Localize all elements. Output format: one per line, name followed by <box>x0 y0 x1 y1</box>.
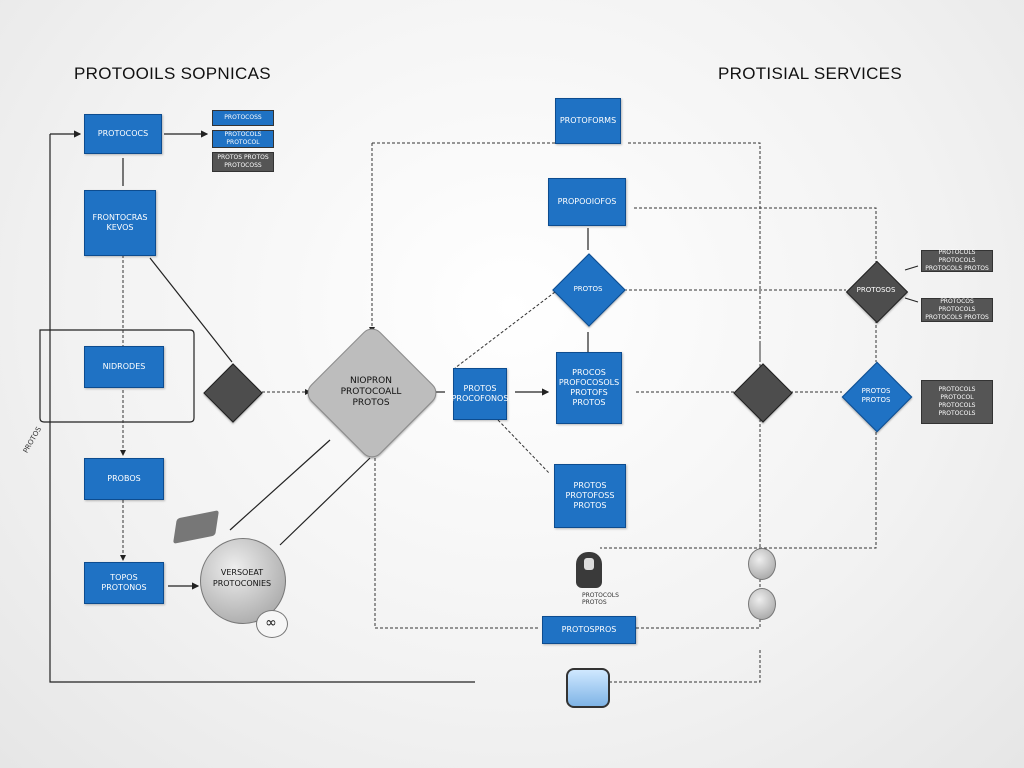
infinity-badge <box>256 610 288 638</box>
decision-diamond-mid-label: PROTOS <box>573 284 603 293</box>
lock-keyhole <box>584 558 594 570</box>
left-frame-line <box>49 134 475 683</box>
service-circle-node[interactable] <box>200 538 286 624</box>
lock-caption: PROTOCOLS PROTOS <box>582 592 619 606</box>
protocol-box-3[interactable]: NIDRODES <box>84 346 164 388</box>
protocol-box-5[interactable]: TOPOS PROTONOS <box>84 562 164 604</box>
decision-diamond-right-2-label: PROTOSOS <box>856 285 896 294</box>
decision-diamond-right-blue-label: PROTOS PROTOS <box>861 387 891 404</box>
service-circle-label: VERSOEAT PROTOCONIES <box>212 568 272 588</box>
mid-protocol-box-1[interactable]: PROTOS PROCOFONOS <box>452 368 508 420</box>
central-hub-label: NIOPRON PROTOCOALL PROTOS <box>340 375 402 408</box>
protocol-box-2[interactable]: FRONTOCRAS KEVOS <box>84 190 156 256</box>
protocol-box-1[interactable]: PROTOCOCS <box>84 114 162 154</box>
detail-box-r1: PROTOCOLS PROTOCOLS PROTOCOLS PROTOS <box>921 249 993 272</box>
bottom-protocol-box[interactable]: PROTOSPROS <box>542 616 636 644</box>
detail-box-tl1: PROTOCOSS <box>212 110 274 126</box>
mid-protocol-box-3[interactable]: PROTOS PROTOFOSS PROTOS <box>554 464 626 528</box>
right-node-circle-1[interactable] <box>748 548 776 580</box>
detail-box-r2: PROTOCOS PROTOCOLS PROTOCOLS PROTOS <box>921 298 993 322</box>
database-icon <box>566 668 610 708</box>
infinity-icon: ∞ <box>265 614 277 631</box>
top-protocol-box-2[interactable]: PROPOOIOFOS <box>548 178 626 226</box>
left-section-title: PROTOOILS SOPNICAS <box>74 64 271 83</box>
mid-protocol-box-2[interactable]: PROCOS PROFOCOSOLS PROTOFS PROTOS <box>556 352 622 424</box>
detail-box-tl3: PROTOS PROTOS PROTOCOSS <box>212 152 274 172</box>
detail-box-r3: PROTOCOLS PROTOCOL PROTOCOLS PROTOCOLS <box>921 380 993 424</box>
right-node-circle-2[interactable] <box>748 588 776 620</box>
top-protocol-box[interactable]: PROTOFORMS <box>555 98 621 144</box>
protocol-box-4[interactable]: PROBOS <box>84 458 164 500</box>
detail-box-tl2: PROTOCOLS PROTOCOL <box>212 130 274 148</box>
right-section-title: PROTISIAL SERVICES <box>718 64 902 83</box>
